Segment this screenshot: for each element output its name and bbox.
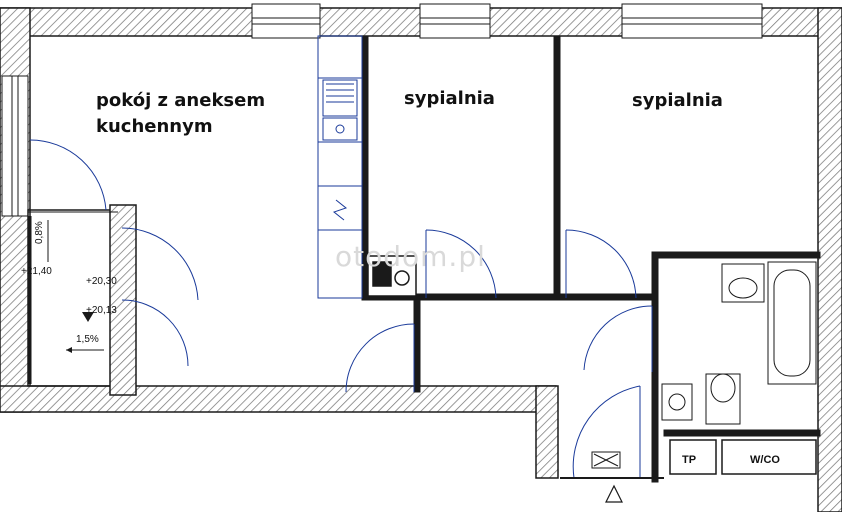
sink-icon bbox=[322, 79, 358, 117]
door-entrance bbox=[572, 385, 641, 479]
wall-bedroom1-bedroom2 bbox=[553, 35, 561, 299]
watermark: otodom.pl bbox=[335, 240, 486, 273]
door-bathroom bbox=[583, 305, 653, 371]
door-balcony-3 bbox=[121, 299, 189, 367]
wall-bath-top bbox=[651, 251, 821, 259]
door-bedroom2 bbox=[565, 229, 637, 299]
hob-icon bbox=[332, 199, 348, 221]
kitchen-counter bbox=[317, 35, 363, 299]
room-label-living-line2: kuchennym bbox=[96, 116, 213, 137]
door-living bbox=[345, 323, 415, 393]
bathroom-fixtures bbox=[661, 261, 817, 425]
bathtub-icon bbox=[767, 261, 817, 385]
room-label-bedroom1: sypialnia bbox=[404, 88, 495, 109]
wall-tp bbox=[663, 429, 821, 437]
utility-box bbox=[367, 255, 417, 297]
level-label-3: +20,13 bbox=[86, 305, 117, 316]
level-label-1: +21,40 bbox=[21, 266, 52, 277]
doors bbox=[29, 139, 653, 479]
room-label-living-line1: pokój z aneksem bbox=[96, 90, 266, 111]
wall-bottom bbox=[0, 385, 557, 413]
tp-label: TP bbox=[682, 454, 696, 466]
wc-label: W/CO bbox=[750, 454, 780, 466]
door-bedroom1 bbox=[425, 229, 497, 299]
wall-right bbox=[817, 7, 842, 512]
door-balcony-2 bbox=[121, 227, 199, 301]
window-3 bbox=[621, 3, 763, 39]
level-marker-icon bbox=[82, 312, 94, 322]
window-left bbox=[1, 75, 29, 217]
washbasin-icon bbox=[721, 263, 765, 303]
door-balcony bbox=[29, 139, 107, 211]
level-label-2: +20,30 bbox=[86, 276, 117, 287]
wall-corridor-bottom bbox=[535, 385, 559, 479]
room-label-bedroom2: sypialnia bbox=[632, 90, 723, 111]
doormat bbox=[591, 451, 621, 469]
wall-bath-left bbox=[651, 251, 659, 483]
slope-vertical-label: 0,8% bbox=[34, 221, 45, 244]
room-label-living: pokój z aneksem kuchennym bbox=[96, 88, 265, 140]
interior-walls bbox=[361, 35, 821, 483]
window-2 bbox=[419, 3, 491, 39]
window-1 bbox=[251, 3, 321, 39]
wall-hall-left bbox=[413, 299, 421, 393]
entrance-triangle-icon bbox=[605, 484, 623, 503]
toilet-icon bbox=[705, 373, 741, 425]
cupboards bbox=[669, 439, 817, 475]
windows-top bbox=[251, 3, 763, 39]
slope-horizontal-label: 1,5% bbox=[76, 334, 99, 345]
